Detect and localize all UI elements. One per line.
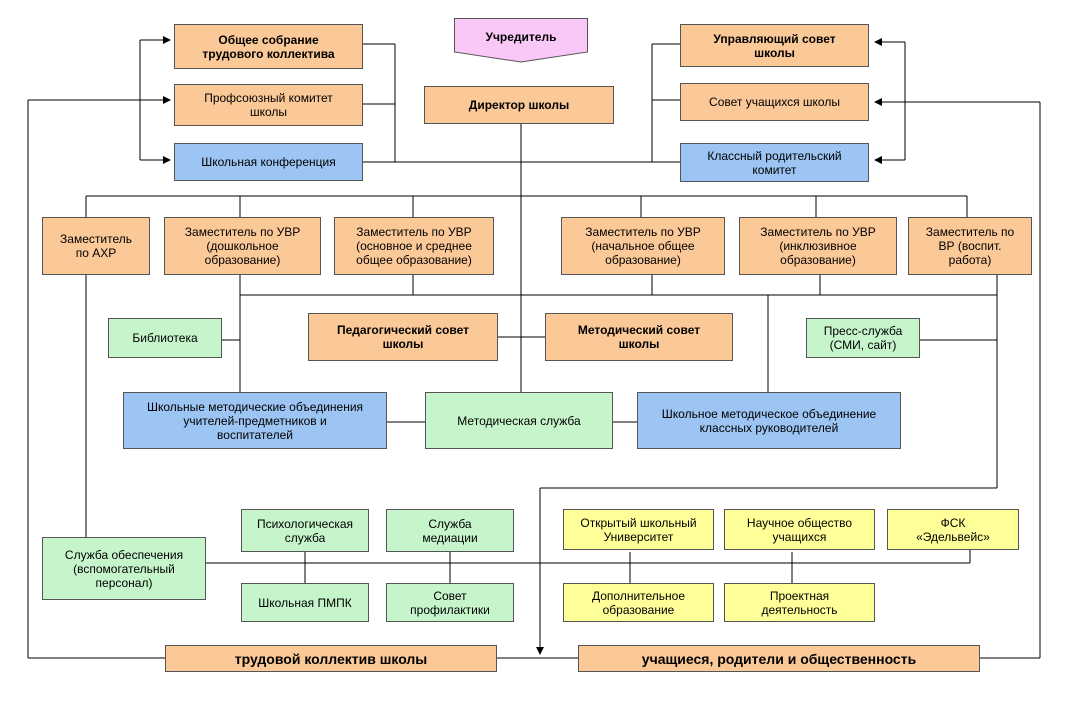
extra-edu-label: Дополнительное образование bbox=[591, 588, 686, 617]
deputy-uvr-inclusive-box: Заместитель по УВР (инклюзивное образова… bbox=[739, 217, 897, 275]
deputy-vr-box: Заместитель по ВР (воспит. работа) bbox=[908, 217, 1032, 275]
class-leaders-assoc-box: Школьное методическое объединение классн… bbox=[637, 392, 901, 449]
support-service-box: Служба обеспечения (вспомогательный перс… bbox=[42, 537, 206, 600]
method-council-box: Методический совет школы bbox=[545, 313, 733, 361]
pmpk-box: Школьная ПМПК bbox=[241, 583, 369, 622]
trade-union-label: Профсоюзный комитет школы bbox=[204, 91, 333, 119]
press-label: Пресс-служба (СМИ, сайт) bbox=[823, 324, 903, 352]
fsk-box: ФСК «Эдельвейс» bbox=[887, 509, 1019, 550]
deputy-uvr-inclusive-label: Заместитель по УВР (инклюзивное образова… bbox=[760, 225, 876, 267]
library-box: Библиотека bbox=[108, 318, 222, 358]
founder-label: Учредитель bbox=[485, 30, 557, 44]
mediation-service-label: Служба медиации bbox=[422, 516, 478, 545]
open-univ-label: Открытый школьный Университет bbox=[580, 515, 697, 544]
open-univ-box: Открытый школьный Университет bbox=[563, 509, 714, 550]
deputy-vr-label: Заместитель по ВР (воспит. работа) bbox=[925, 225, 1015, 267]
prevention-label: Совет профилактики bbox=[410, 588, 490, 617]
students-bar: учащиеся, родители и общественность bbox=[578, 645, 980, 672]
press-box: Пресс-служба (СМИ, сайт) bbox=[806, 318, 920, 358]
prevention-box: Совет профилактики bbox=[386, 583, 514, 622]
psych-service-label: Психологическая служба bbox=[256, 516, 354, 545]
deputy-axr-box: Заместитель по АХР bbox=[42, 217, 150, 275]
mediation-service-box: Служба медиации bbox=[386, 509, 514, 552]
deputy-uvr-primary-box: Заместитель по УВР (начальное общее обра… bbox=[561, 217, 725, 275]
teacher-assoc-box: Школьные методические объединения учител… bbox=[123, 392, 387, 449]
students-label: учащиеся, родители и общественность bbox=[641, 650, 917, 667]
support-service-label: Служба обеспечения (вспомогательный перс… bbox=[64, 547, 184, 590]
conference-box: Школьная конференция bbox=[174, 143, 363, 181]
conference-label: Школьная конференция bbox=[201, 155, 336, 169]
governing-council-box: Управляющий совет школы bbox=[680, 24, 869, 67]
director-box: Директор школы bbox=[424, 86, 614, 124]
deputy-uvr-preschool-label: Заместитель по УВР (дошкольное образован… bbox=[184, 225, 301, 267]
deputy-uvr-preschool-box: Заместитель по УВР (дошкольное образован… bbox=[164, 217, 321, 275]
trade-union-box: Профсоюзный комитет школы bbox=[174, 84, 363, 126]
fsk-label: ФСК «Эдельвейс» bbox=[916, 515, 990, 544]
method-council-label: Методический совет школы bbox=[577, 323, 701, 351]
pennant-shape-icon bbox=[454, 18, 588, 63]
staff-bar: трудовой коллектив школы bbox=[165, 645, 497, 672]
class-leaders-assoc-label: Школьное методическое объединение классн… bbox=[661, 406, 877, 435]
deputy-uvr-secondary-label: Заместитель по УВР (основное и среднее о… bbox=[356, 225, 472, 267]
ped-council-box: Педагогический совет школы bbox=[308, 313, 498, 361]
deputy-uvr-secondary-box: Заместитель по УВР (основное и среднее о… bbox=[334, 217, 494, 275]
project-label: Проектная деятельность bbox=[761, 588, 838, 617]
project-box: Проектная деятельность bbox=[724, 583, 875, 622]
general-meeting-box: Общее собрание трудового коллектива bbox=[174, 24, 363, 69]
director-label: Директор школы bbox=[468, 98, 570, 112]
deputy-uvr-primary-label: Заместитель по УВР (начальное общее обра… bbox=[585, 225, 701, 267]
parent-committee-box: Классный родительский комитет bbox=[680, 143, 869, 182]
student-council-box: Совет учащихся школы bbox=[680, 83, 869, 121]
parent-committee-label: Классный родительский комитет bbox=[707, 148, 842, 177]
psych-service-box: Психологическая служба bbox=[241, 509, 369, 552]
governing-council-label: Управляющий совет школы bbox=[713, 31, 836, 60]
student-council-label: Совет учащихся школы bbox=[709, 95, 840, 109]
general-meeting-label: Общее собрание трудового коллектива bbox=[202, 32, 335, 61]
method-service-box: Методическая служба bbox=[425, 392, 613, 449]
pmpk-label: Школьная ПМПК bbox=[258, 595, 352, 610]
deputy-axr-label: Заместитель по АХР bbox=[60, 232, 132, 260]
science-society-box: Научное общество учащихся bbox=[724, 509, 875, 550]
science-society-label: Научное общество учащихся bbox=[746, 515, 853, 544]
ped-council-label: Педагогический совет школы bbox=[337, 323, 469, 351]
teacher-assoc-label: Школьные методические объединения учител… bbox=[146, 399, 364, 442]
founder-pennant: Учредитель bbox=[454, 18, 588, 63]
method-service-label: Методическая служба bbox=[457, 413, 581, 428]
extra-edu-box: Дополнительное образование bbox=[563, 583, 714, 622]
staff-label: трудовой коллектив школы bbox=[234, 650, 428, 667]
library-label: Библиотека bbox=[132, 331, 198, 345]
